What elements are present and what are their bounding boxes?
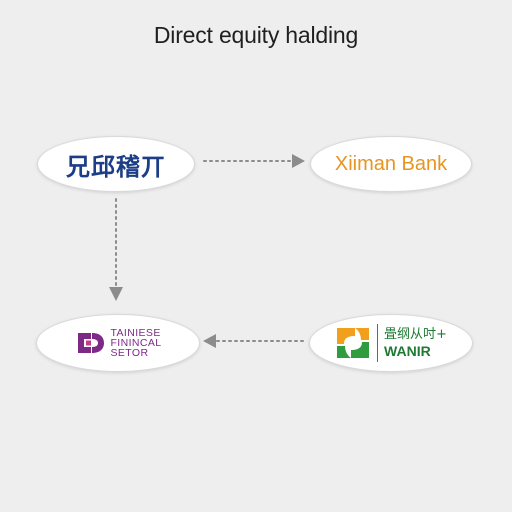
node-top-left: 兄邱稽丌: [37, 136, 195, 192]
diagram-title: Direct equity halding: [153, 22, 359, 48]
arrow-topleft-to-bottomleft: [109, 198, 123, 301]
tfs-line-3: SETOR: [110, 347, 149, 359]
tfs-logo-icon: [78, 333, 105, 353]
wanir-text-block: 畳纲从吋+ WANIR: [384, 327, 447, 360]
wanir-en-label: WANIR: [384, 342, 431, 359]
node-top-right: Xiiman Bank: [310, 136, 472, 192]
arrow-bottomright-to-bottomleft: [203, 334, 304, 348]
node-bottom-right: 畳纲从吋+ WANIR: [309, 314, 473, 372]
node-top-left-label: 兄邱稽丌: [66, 152, 166, 181]
wanir-divider: [377, 324, 379, 362]
arrow-topleft-to-topright: [203, 154, 305, 168]
node-top-right-label: Xiiman Bank: [334, 152, 448, 175]
tfs-line-2: FININCAL: [110, 337, 162, 349]
node-bottom-left: TAINIESE FININCAL SETOR: [36, 314, 200, 372]
wanir-logo-icon: [337, 328, 370, 358]
wanir-logo-group: 畳纲从吋+ WANIR: [335, 324, 447, 362]
tfs-logo-group: TAINIESE FININCAL SETOR: [74, 327, 161, 359]
tfs-line-1: TAINIESE: [110, 327, 161, 339]
wanir-cn-label: 畳纲从吋+: [384, 326, 447, 342]
tfs-name-lines: TAINIESE FININCAL SETOR: [110, 327, 162, 359]
